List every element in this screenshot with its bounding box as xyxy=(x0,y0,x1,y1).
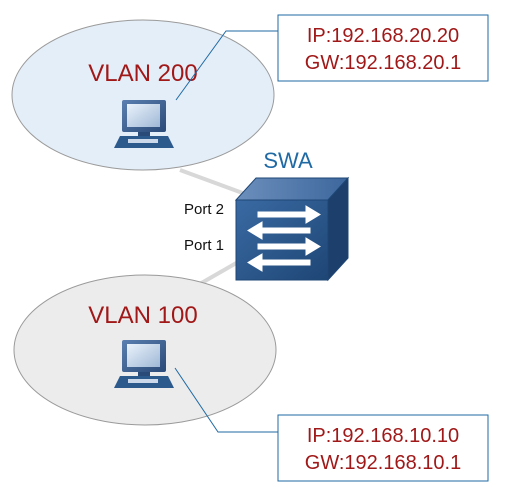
vlan-100-label: VLAN 100 xyxy=(88,302,197,329)
vlan-200-callout-line xyxy=(175,30,278,101)
vlan-100-info-box xyxy=(277,414,489,482)
vlan-200-label: VLAN 200 xyxy=(88,60,197,87)
vlan-100-ip: IP:192.168.10.10 xyxy=(307,425,459,447)
vlan-200-ip: IP:192.168.20.20 xyxy=(307,25,459,47)
vlan-200-group: VLAN 200 IP:192.168.20.20 GW:192.168.20.… xyxy=(11,14,489,171)
port-1-label: Port 1 xyxy=(184,237,224,254)
switch-label: SWA xyxy=(263,148,313,173)
vlan-100-callout-line xyxy=(174,367,278,433)
vlan-100-group: VLAN 100 IP:192.168.10.10 GW:192.168.10.… xyxy=(13,274,489,482)
port-2-label: Port 2 xyxy=(184,201,224,218)
switch-icon xyxy=(234,176,350,282)
vlan-200-gw: GW:192.168.20.1 xyxy=(305,52,461,74)
vlan-200-info-box xyxy=(277,14,489,82)
vlan-100-gw: GW:192.168.10.1 xyxy=(305,452,461,474)
computer-icon xyxy=(114,100,174,148)
link-line-vlan200 xyxy=(179,168,249,197)
vlan-200-area xyxy=(11,19,275,171)
computer-icon xyxy=(114,340,174,388)
switch-group: SWA Port 2 Port 1 xyxy=(184,148,350,282)
